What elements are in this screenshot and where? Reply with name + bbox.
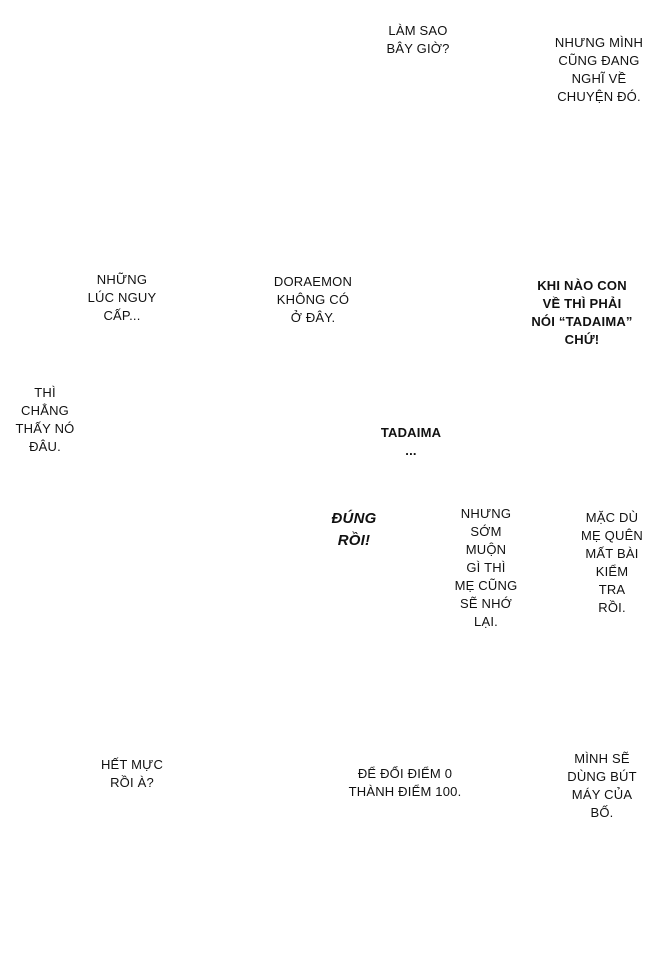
speech-line: NÓI “TADAIMA”: [531, 314, 633, 329]
speech-line: CHẲNG: [21, 403, 69, 418]
speech-line: NHƯNG: [460, 506, 512, 521]
speech-line: THÌ: [34, 385, 56, 400]
speech-line: VỀ THÌ PHẢI: [542, 296, 622, 311]
speech-line: MUỘN: [465, 542, 507, 557]
speech-line: DÙNG BÚT: [567, 769, 637, 784]
speech-line: Ở ĐÂY.: [290, 310, 336, 325]
speech-line: CHỨ!: [564, 332, 600, 347]
speech-line: MẸ QUÊN: [580, 528, 644, 543]
speech-text-het-muc: HẾT MỰC RỒI À?: [92, 756, 172, 792]
speech-line: CẤP...: [103, 308, 141, 323]
speech-line: KIỂM: [595, 564, 629, 579]
speech-text-minh-se: MÌNH SẼ DÙNG BÚT MÁY CỦA BỐ.: [562, 750, 642, 822]
speech-line: TRA: [598, 582, 626, 597]
speech-line: ĐÚNG: [331, 510, 377, 527]
speech-line: DORAEMON: [273, 274, 353, 289]
speech-line: CHUYỆN ĐÓ.: [557, 89, 641, 104]
speech-line: RỒI!: [337, 532, 371, 549]
speech-line: THẤY NÓ: [15, 421, 75, 436]
speech-line: MẸ CŨNG: [454, 578, 518, 593]
speech-line: NGHĨ VỀ: [571, 71, 627, 86]
speech-line: THÀNH ĐIỂM 100.: [348, 784, 462, 799]
speech-text-tadaima: TADAIMA ...: [372, 424, 450, 460]
speech-line: NHỮNG: [96, 272, 148, 287]
speech-line: LÀM SAO: [388, 23, 448, 38]
speech-line: MẶC DÙ: [585, 510, 639, 525]
speech-text-dung-roi: ĐÚNG RỒI!: [318, 508, 390, 552]
speech-text-mac-du: MẶC DÙ MẸ QUÊN MẤT BÀI KIỂM TRA RỒI.: [573, 509, 651, 617]
speech-line: BÂY GIỜ?: [386, 41, 450, 56]
speech-text-nhung-luc: NHỮNG LÚC NGUY CẤP...: [82, 271, 162, 325]
speech-line: RỒI.: [598, 600, 626, 615]
speech-line: LÚC NGUY: [87, 290, 157, 305]
speech-text-doraemon: DORAEMON KHÔNG CÓ Ở ĐÂY.: [272, 273, 354, 327]
speech-line: TADAIMA: [380, 425, 442, 440]
speech-line: RỒI À?: [110, 775, 154, 790]
speech-line: NHƯNG MÌNH: [554, 35, 644, 50]
speech-line: ĐÂU.: [29, 439, 61, 454]
speech-line: KHÔNG CÓ: [276, 292, 350, 307]
speech-line: HẾT MỰC: [100, 757, 164, 772]
speech-line: ĐỂ ĐỔI ĐIỂM 0: [357, 766, 453, 781]
speech-line: LẠI.: [474, 614, 498, 629]
speech-text-lam-sao: LÀM SAO BÂY GIỜ?: [383, 22, 453, 58]
speech-line: SẼ NHỚ: [459, 596, 513, 611]
speech-line: MẤT BÀI: [585, 546, 639, 561]
speech-line: MÁY CỦA: [571, 787, 633, 802]
speech-line: GÌ THÌ: [466, 560, 506, 575]
speech-text-som-muon: NHƯNG SỚM MUỘN GÌ THÌ MẸ CŨNG SẼ NHỚ LẠI…: [447, 505, 525, 631]
speech-text-nhung-minh: NHƯNG MÌNH CŨNG ĐANG NGHĨ VỀ CHUYỆN ĐÓ.: [550, 34, 648, 106]
speech-text-de-doi: ĐỂ ĐỔI ĐIỂM 0 THÀNH ĐIỂM 100.: [346, 765, 464, 801]
speech-text-khi-nao: KHI NÀO CON VỀ THÌ PHẢI NÓI “TADAIMA” CH…: [528, 277, 636, 349]
speech-text-thi-chang: THÌ CHẲNG THẤY NÓ ĐÂU.: [10, 384, 80, 456]
speech-line: MÌNH SẼ: [574, 751, 630, 766]
speech-line: BỐ.: [590, 805, 614, 820]
speech-line: ...: [405, 443, 417, 458]
speech-line: KHI NÀO CON: [537, 278, 627, 293]
speech-line: SỚM: [470, 524, 502, 539]
speech-line: CŨNG ĐANG: [558, 53, 640, 68]
